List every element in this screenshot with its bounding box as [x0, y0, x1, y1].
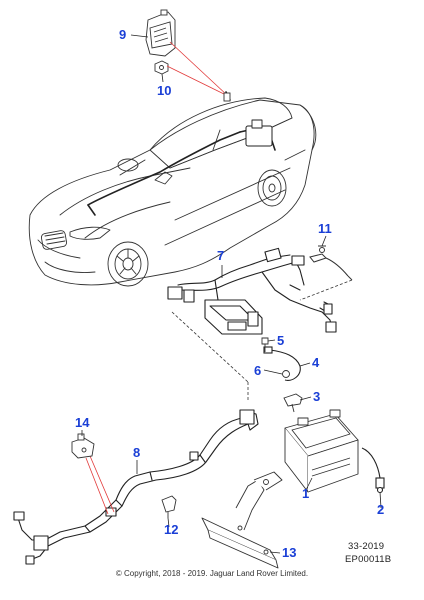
- callout-11: 11: [318, 221, 332, 236]
- callout-6: 6: [254, 363, 262, 378]
- locator-leader-lines: [166, 41, 229, 97]
- callout-2: 2: [377, 502, 385, 517]
- vehicle-harness-route: [87, 91, 276, 216]
- callout-10: 10: [157, 83, 172, 98]
- part-14-bracket: [71, 433, 95, 459]
- copyright-notice: © Copyright, 2018 - 2019. Jaguar Land Ro…: [115, 569, 309, 578]
- part-1-battery: [284, 409, 359, 493]
- callout-1: 1: [302, 486, 310, 501]
- callout-8: 8: [133, 445, 141, 460]
- callout-14: 14: [75, 415, 90, 430]
- part-3-terminal: [283, 393, 303, 413]
- part-13-bracket: [201, 471, 283, 569]
- part-9-module: [145, 9, 176, 57]
- part-6-nut: [282, 370, 290, 378]
- part-8-harness: [13, 409, 259, 565]
- part-2-ground-lead: [361, 447, 385, 494]
- part-12-clip: [161, 495, 177, 518]
- part-5-bolt: [261, 337, 269, 352]
- callout-7: 7: [217, 248, 225, 263]
- callout-13: 13: [282, 545, 297, 560]
- callout-leaders: [81, 34, 382, 554]
- part-7-harness: [167, 247, 337, 335]
- callout-3: 3: [313, 389, 321, 404]
- callout-4: 4: [312, 355, 320, 370]
- illustration-id: EP00011B: [345, 554, 392, 565]
- part-10-nut: [154, 60, 169, 75]
- callout-12: 12: [164, 522, 179, 537]
- date-code: 33-2019: [348, 541, 385, 552]
- locator-leader-lines-14: [85, 455, 115, 515]
- callout-9: 9: [119, 27, 127, 42]
- dashed-connection: [171, 279, 353, 402]
- vehicle-illustration: [28, 97, 317, 287]
- part-4-cable: [263, 346, 301, 381]
- part-11-sensor: [309, 245, 353, 281]
- callout-5: 5: [277, 333, 285, 348]
